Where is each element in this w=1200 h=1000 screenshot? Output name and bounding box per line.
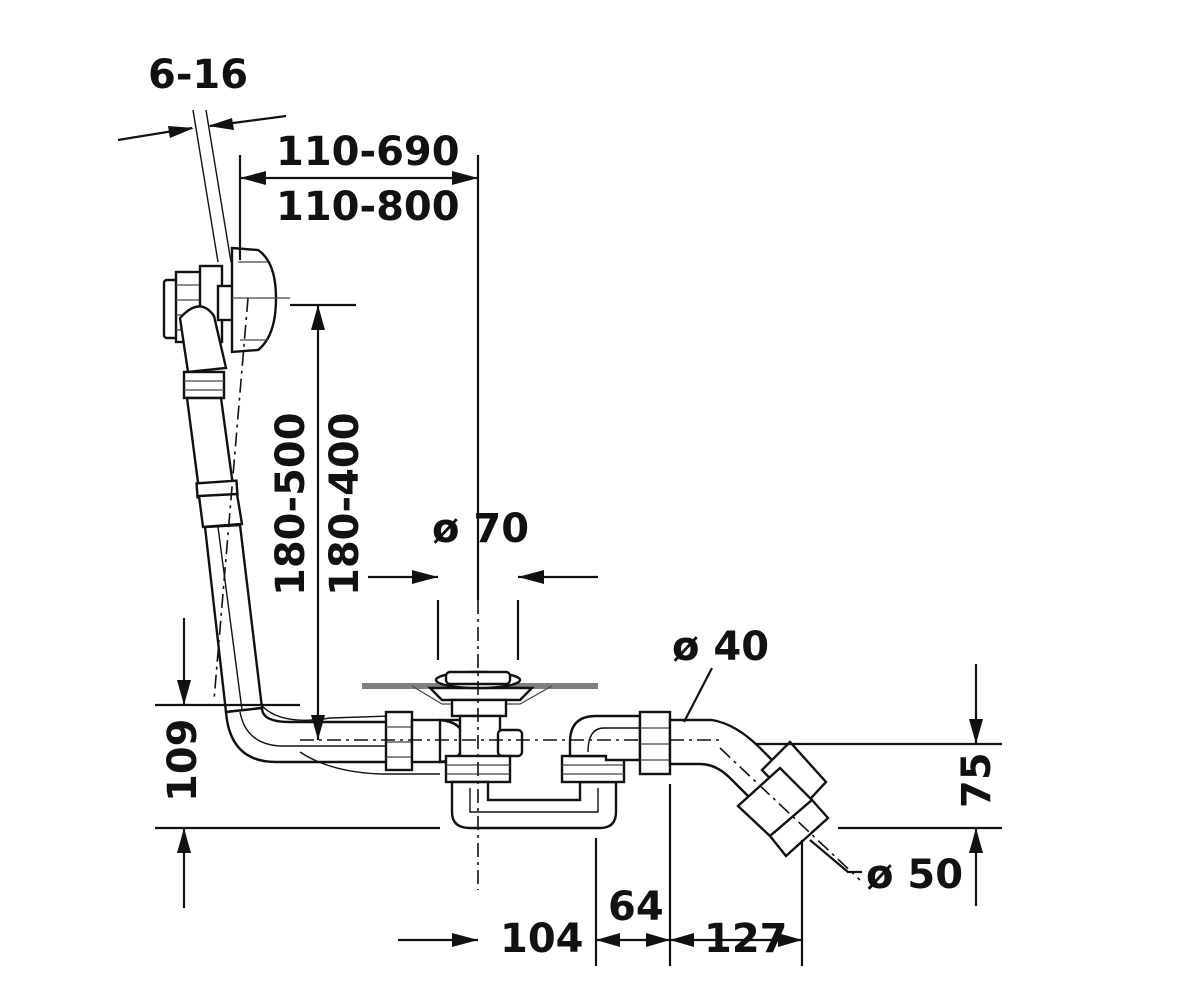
center-lines	[213, 297, 861, 890]
dim-overflow-height	[290, 303, 356, 740]
label-overflow-offset-b: 110-800	[276, 184, 460, 230]
label-drain-height: 109	[160, 719, 206, 803]
leader-lines	[683, 667, 862, 874]
dim-overflow-offset	[238, 155, 480, 600]
dim-wall-thickness	[117, 114, 287, 142]
label-spacing-104: 104	[500, 916, 584, 962]
label-spacing-64: 64	[608, 884, 664, 930]
trap	[450, 714, 642, 830]
label-overflow-height-a: 180-500	[268, 412, 314, 596]
label-outlet-height: 75	[954, 752, 1000, 808]
label-outlet-diameter: ø 50	[866, 852, 963, 898]
label-wall-thickness: 6-16	[148, 52, 248, 98]
tub-wall	[192, 109, 232, 263]
outlet-pipe	[638, 710, 830, 858]
label-overflow-offset-a: 110-690	[276, 129, 460, 175]
waste-overflow-assembly	[162, 109, 830, 858]
dimension-lines	[117, 114, 1002, 966]
label-overflow-height-b: 180-400	[322, 412, 368, 596]
dim-bottom-chain	[398, 784, 804, 966]
dim-drain-height	[155, 618, 440, 908]
label-trap-diameter: ø 40	[672, 624, 769, 670]
overflow-head	[162, 246, 290, 374]
dimension-labels: 6-16 110-690 110-800 180-500 180-400 ø 7…	[148, 52, 1000, 962]
label-drain-diameter: ø 70	[432, 506, 529, 552]
label-spacing-127: 127	[704, 916, 788, 962]
overflow-pipe	[182, 370, 264, 714]
dim-drain-diameter	[368, 570, 598, 660]
dim-outlet-height	[756, 664, 1002, 906]
